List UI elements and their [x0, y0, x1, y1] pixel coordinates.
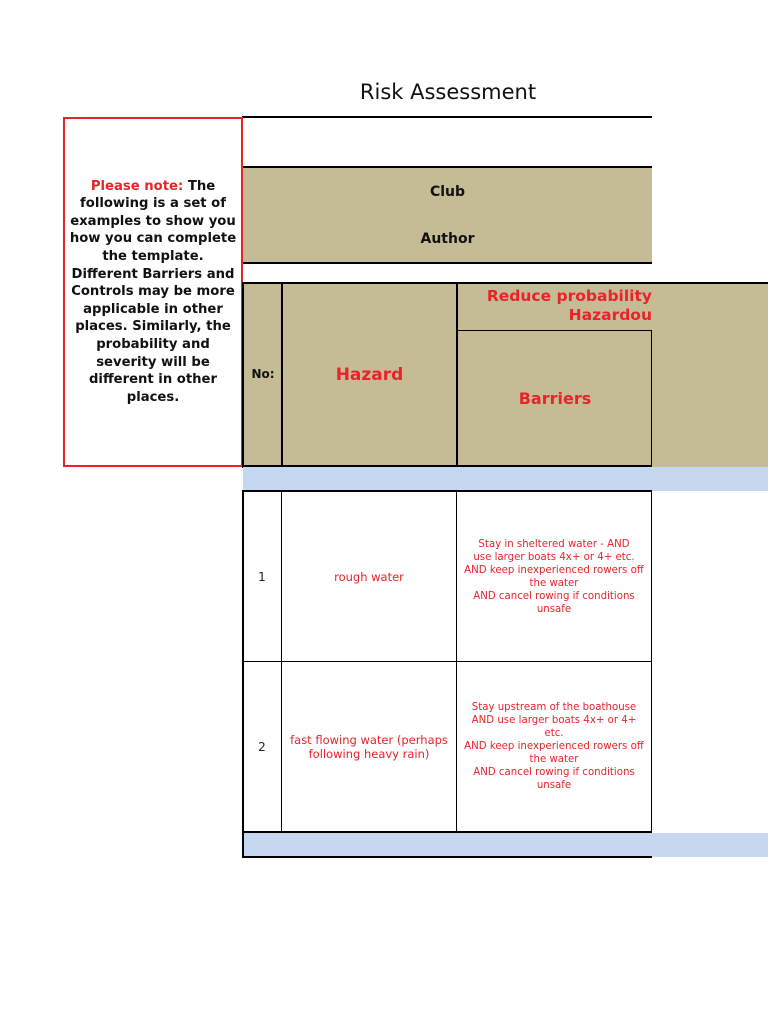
column-header-no: No: [251, 367, 275, 381]
header-bottom-rule [243, 465, 652, 467]
table-divider-barriers [651, 330, 652, 468]
note-label: Please note: [90, 178, 184, 194]
table-divider-no [281, 282, 283, 468]
table-row-2-no: 2 [258, 739, 266, 754]
footer-bottom-rule [243, 856, 652, 858]
column-header-barriers: Barriers [518, 388, 592, 408]
title-divider [242, 116, 652, 118]
table-row-1-barriers: Stay in sheltered water - AND use larger… [464, 538, 644, 615]
note-text: Please note: The following is a set of e… [67, 178, 239, 407]
column-header-hazard: Hazard [335, 365, 404, 385]
note-body: The following is a set of examples to sh… [69, 178, 237, 405]
row-separator [243, 661, 652, 662]
note-box: Please note: The following is a set of e… [63, 117, 243, 467]
table-row-1-no: 1 [258, 569, 266, 584]
band-bottom-rule [243, 490, 652, 492]
author-field: Author [243, 215, 652, 264]
section-band [243, 467, 768, 491]
footer-border-left [242, 833, 244, 858]
table-header [243, 282, 768, 468]
table-row-1-hazard: rough water [334, 569, 404, 584]
rows-divider-hazard [456, 490, 457, 834]
club-field: Club [243, 166, 652, 216]
rows-divider-no [281, 490, 282, 834]
table-border-left [242, 282, 244, 468]
table-row-2-barriers: Stay upstream of the boathouse AND use l… [464, 702, 644, 791]
footer-band [243, 833, 768, 857]
table-divider-hazard [456, 282, 458, 468]
table-row-2-hazard: fast flowing water (perhaps following he… [290, 732, 448, 761]
rows-border-left [242, 490, 244, 834]
rows-divider-barriers [651, 490, 652, 834]
rows-bottom-rule [243, 831, 652, 833]
reduce-divider [458, 330, 652, 331]
page-title: Risk Assessment [359, 80, 537, 104]
